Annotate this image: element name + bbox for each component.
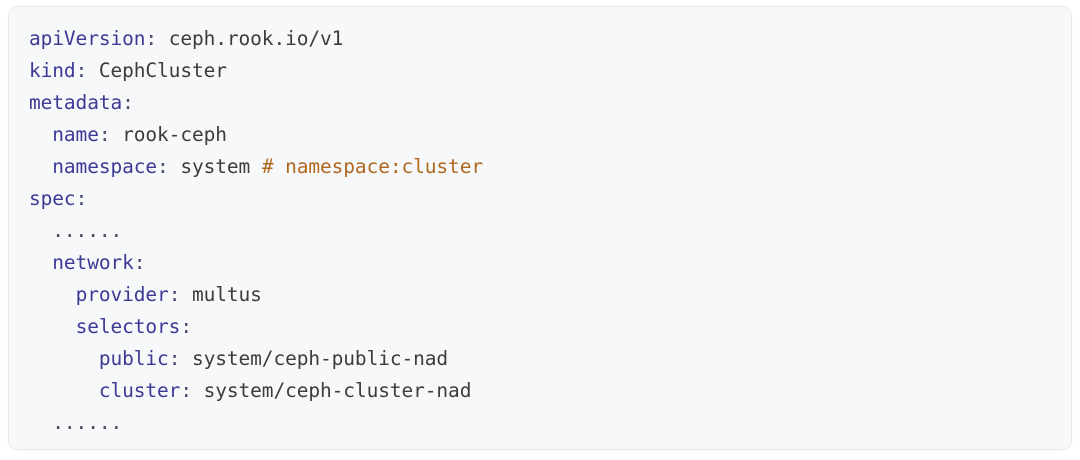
yaml-key: provider — [75, 283, 169, 306]
code-line: spec: — [29, 183, 1071, 215]
code-line: ...... — [29, 407, 1071, 439]
yaml-colon: : — [180, 379, 192, 402]
code-indent — [29, 215, 52, 247]
code-indent — [29, 119, 52, 151]
code-indent — [29, 407, 52, 439]
yaml-colon: : — [98, 123, 111, 146]
code-line: cluster: system/ceph-cluster-nad — [29, 375, 1071, 407]
code-space — [110, 123, 122, 146]
yaml-value: CephCluster — [98, 59, 227, 82]
code-line: namespace: system # namespace:cluster — [29, 151, 1071, 183]
yaml-colon: : — [145, 27, 158, 50]
code-indent — [29, 375, 99, 407]
code-line: network: — [29, 247, 1071, 279]
yaml-key: spec — [29, 187, 76, 210]
yaml-colon: : — [157, 155, 169, 178]
code-line: name: rook-ceph — [29, 119, 1071, 151]
code-space — [250, 155, 262, 178]
yaml-value: system/ceph-cluster-nad — [203, 379, 472, 402]
yaml-colon: : — [75, 187, 88, 210]
yaml-key: kind — [29, 59, 76, 82]
yaml-key: selectors — [75, 315, 181, 338]
code-space — [192, 379, 204, 402]
code-line: ...... — [29, 215, 1071, 247]
yaml-colon: : — [168, 347, 181, 370]
code-space — [169, 155, 181, 178]
yaml-value: system/ceph-public-nad — [191, 347, 449, 370]
yaml-key: cluster — [98, 379, 181, 402]
yaml-colon: : — [75, 59, 88, 82]
yaml-colon: : — [122, 91, 134, 114]
code-line: metadata: — [29, 87, 1071, 119]
yaml-value: ceph.rook.io/v1 — [168, 27, 344, 50]
yaml-colon: : — [180, 315, 192, 338]
yaml-colon: : — [133, 251, 146, 274]
code-indent — [29, 151, 52, 183]
code-space — [180, 347, 192, 370]
code-line: selectors: — [29, 311, 1071, 343]
yaml-key: apiVersion — [29, 27, 146, 50]
yaml-key: metadata — [29, 91, 123, 114]
yaml-key: name — [52, 123, 99, 146]
yaml-colon: : — [168, 283, 181, 306]
code-space — [87, 59, 99, 82]
yaml-key: namespace — [52, 155, 158, 178]
yaml-comment: # namespace:cluster — [261, 155, 483, 178]
code-ellipsis: ...... — [52, 219, 123, 242]
code-line: apiVersion: ceph.rook.io/v1 — [29, 23, 1071, 55]
yaml-value: system — [180, 155, 251, 178]
code-space — [157, 27, 169, 50]
code-space — [180, 283, 192, 306]
code-ellipsis: ...... — [52, 411, 123, 434]
yaml-key: network — [52, 251, 134, 274]
yaml-value: rook-ceph — [122, 123, 227, 146]
code-line: provider: multus — [29, 279, 1071, 311]
code-indent — [29, 279, 76, 311]
code-indent — [29, 311, 76, 343]
yaml-value: multus — [191, 283, 262, 306]
code-line: kind: CephCluster — [29, 55, 1071, 87]
yaml-key: public — [98, 347, 169, 370]
code-indent — [29, 247, 52, 279]
code-line: public: system/ceph-public-nad — [29, 343, 1071, 375]
code-indent — [29, 343, 99, 375]
